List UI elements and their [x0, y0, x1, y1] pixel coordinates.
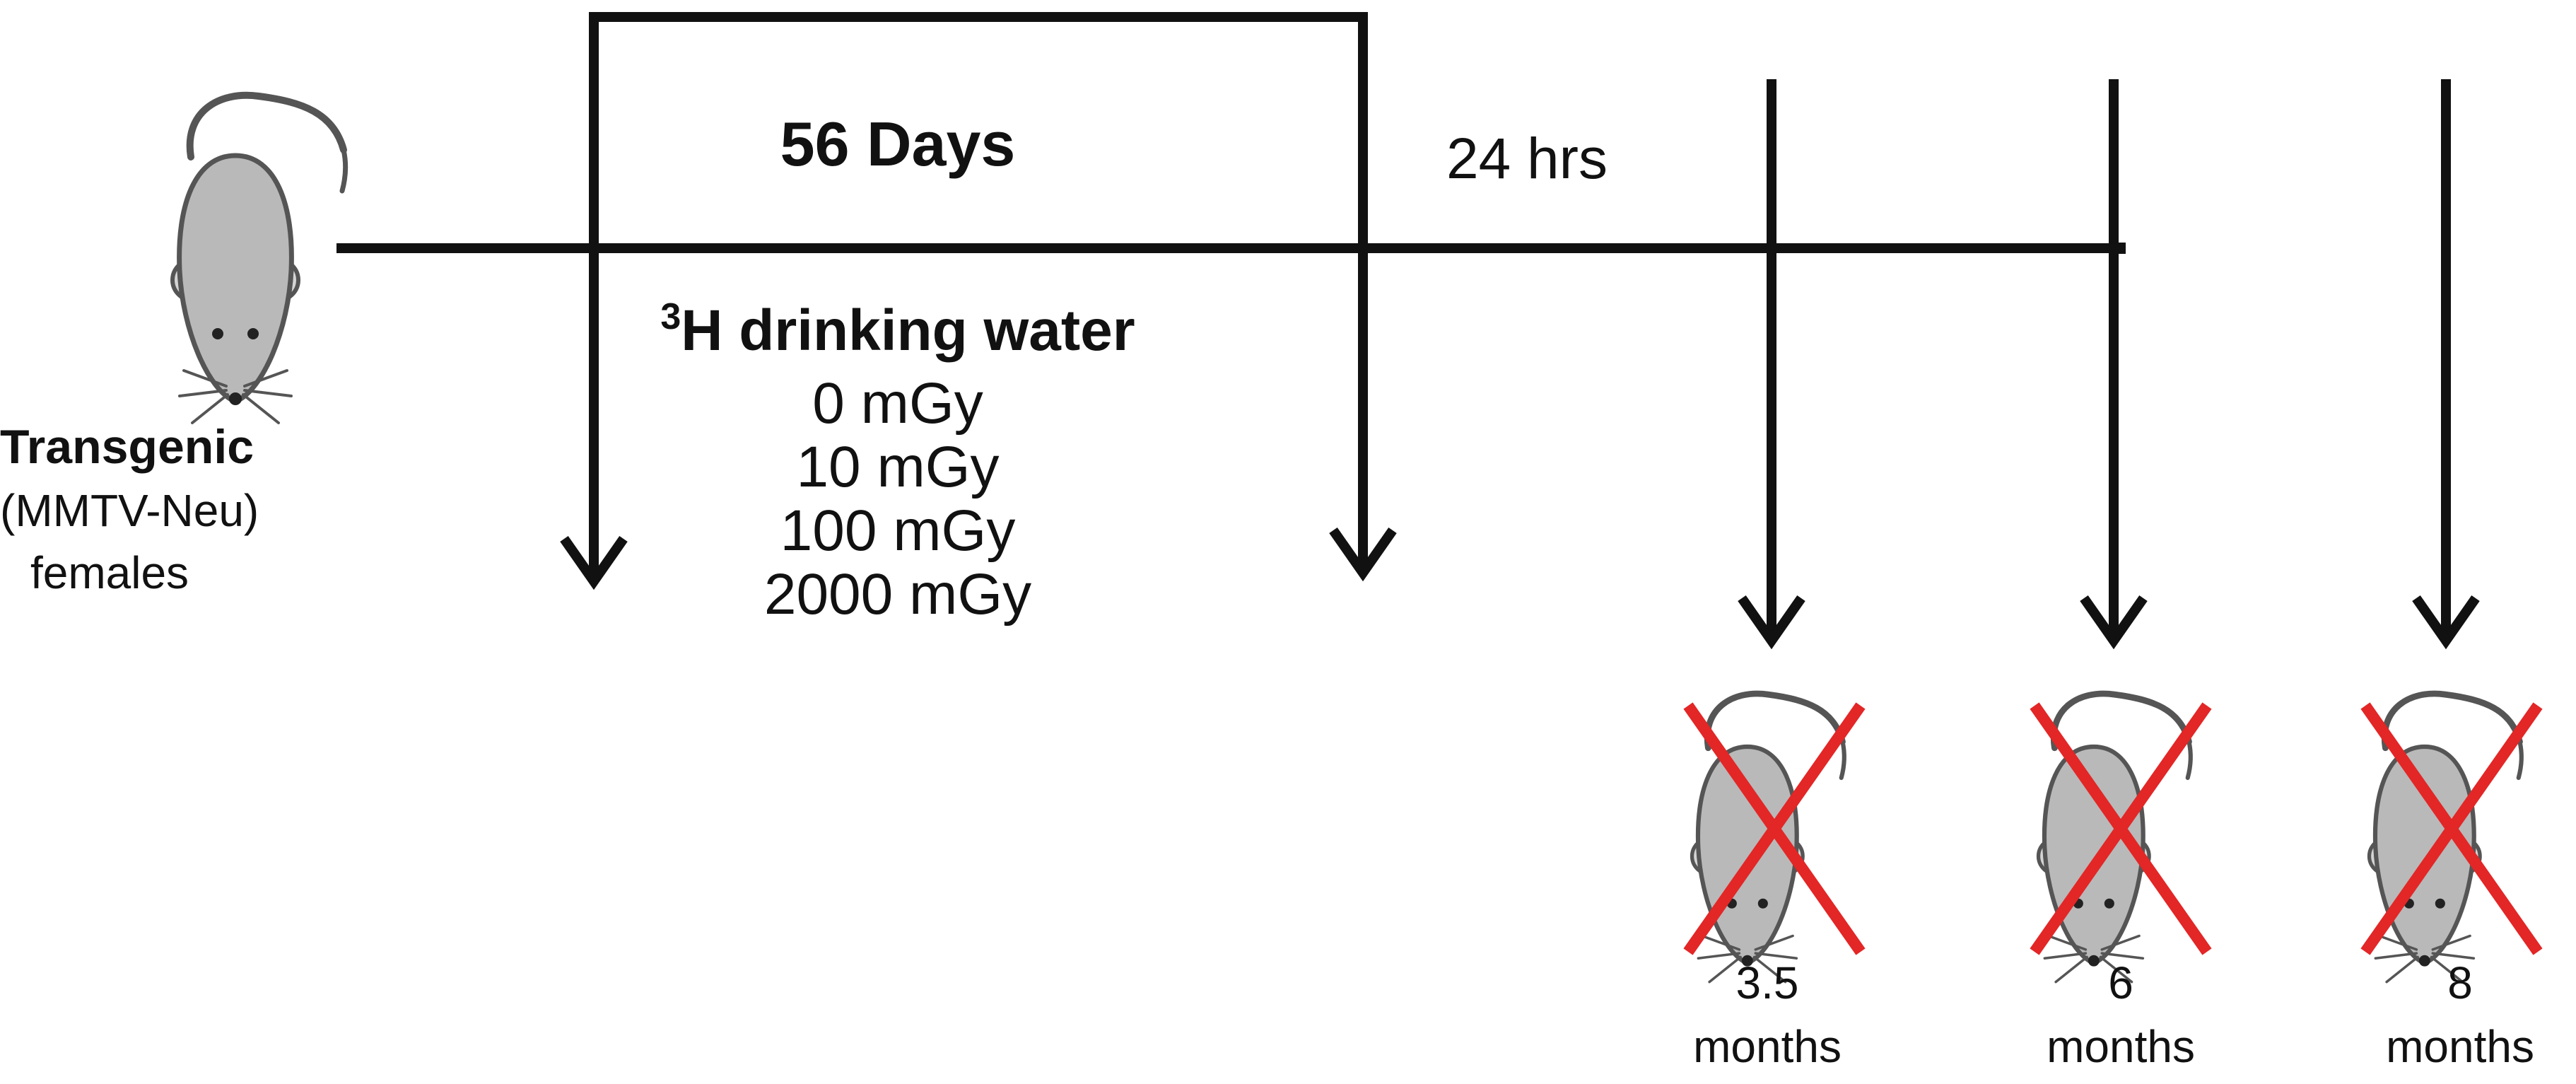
endpoint-unit-1: months: [2047, 1021, 2195, 1072]
treatment-start-arrow-head: [560, 535, 628, 590]
endpoint-unit-0: months: [1693, 1021, 1842, 1072]
treatment-end-arrow-head: [1329, 527, 1397, 582]
mouse-icon: [172, 95, 346, 423]
endpoint-arrow-0-head: [1738, 595, 1805, 650]
cross-b-1: [2030, 702, 2212, 955]
treatment-agent-label: 3H drinking water: [558, 298, 1237, 360]
start-title: Transgenic: [0, 420, 254, 474]
cross-b-0: [1683, 702, 1866, 955]
treatment-duration-label: 56 Days: [780, 109, 1016, 179]
endpoint-value-0: 3.5: [1735, 957, 1799, 1008]
treatment-agent-text: H drinking water: [681, 298, 1135, 363]
endpoint-arrow-2-head: [2412, 595, 2480, 650]
dose-2: 100 mGy: [780, 499, 1016, 563]
start-strain: (MMTV-Neu): [0, 485, 259, 536]
start-sex: females: [30, 547, 189, 598]
cross-b-2: [2360, 702, 2543, 955]
endpoint-unit-2: months: [2386, 1021, 2534, 1072]
endpoint-value-1: 6: [2108, 957, 2133, 1008]
dose-1: 10 mGy: [796, 435, 1000, 499]
endpoint-arrow-1-head: [2080, 595, 2148, 650]
interval-label: 24 hrs: [1446, 127, 1608, 191]
treatment-bracket: [589, 12, 1368, 249]
isotope-superscript: 3: [660, 296, 681, 337]
dose-3: 2000 mGy: [763, 562, 1032, 626]
endpoint-value-2: 8: [2447, 957, 2473, 1008]
dose-0: 0 mGy: [812, 371, 983, 436]
